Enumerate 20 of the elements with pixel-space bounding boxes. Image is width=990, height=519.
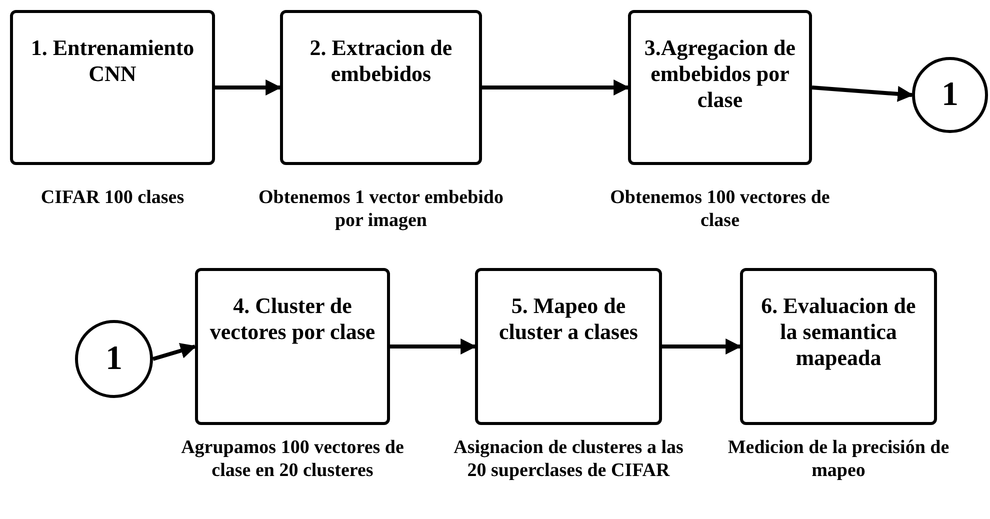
arrow [152,342,197,361]
step-note: Medicion de la precisión de mapeo [726,436,950,482]
step-label: 3.Agregacion de embebidos por clase [643,34,797,113]
arrow [390,338,477,354]
step-label: 5. Mapeo de cluster a clases [498,292,639,345]
step-label: 2. Extracion de embebidos [308,34,454,87]
arrow [812,86,914,102]
arrow [662,338,742,354]
step-note: Obtenemos 100 vectores de clase [609,186,831,232]
step-note: Obtenemos 1 vector embebido por imagen [257,186,505,232]
step-label: 4. Cluster de vectores por clase [208,292,376,345]
step-note: Asignacion de clusteres a las 20 superclases de CIFAR [452,436,684,482]
arrow [482,80,630,96]
connector-number: 1 [942,75,958,115]
step-note: Agrupamos 100 vectores de clase en 20 clusteres [180,436,405,482]
arrow [215,80,282,96]
step-label: 1. Entrenamiento CNN [30,34,196,87]
connector-number: 1 [106,339,122,379]
step-note: CIFAR 100 clases [40,186,184,209]
step-label: 6. Evaluacion de la semantica mapeada [760,292,917,371]
